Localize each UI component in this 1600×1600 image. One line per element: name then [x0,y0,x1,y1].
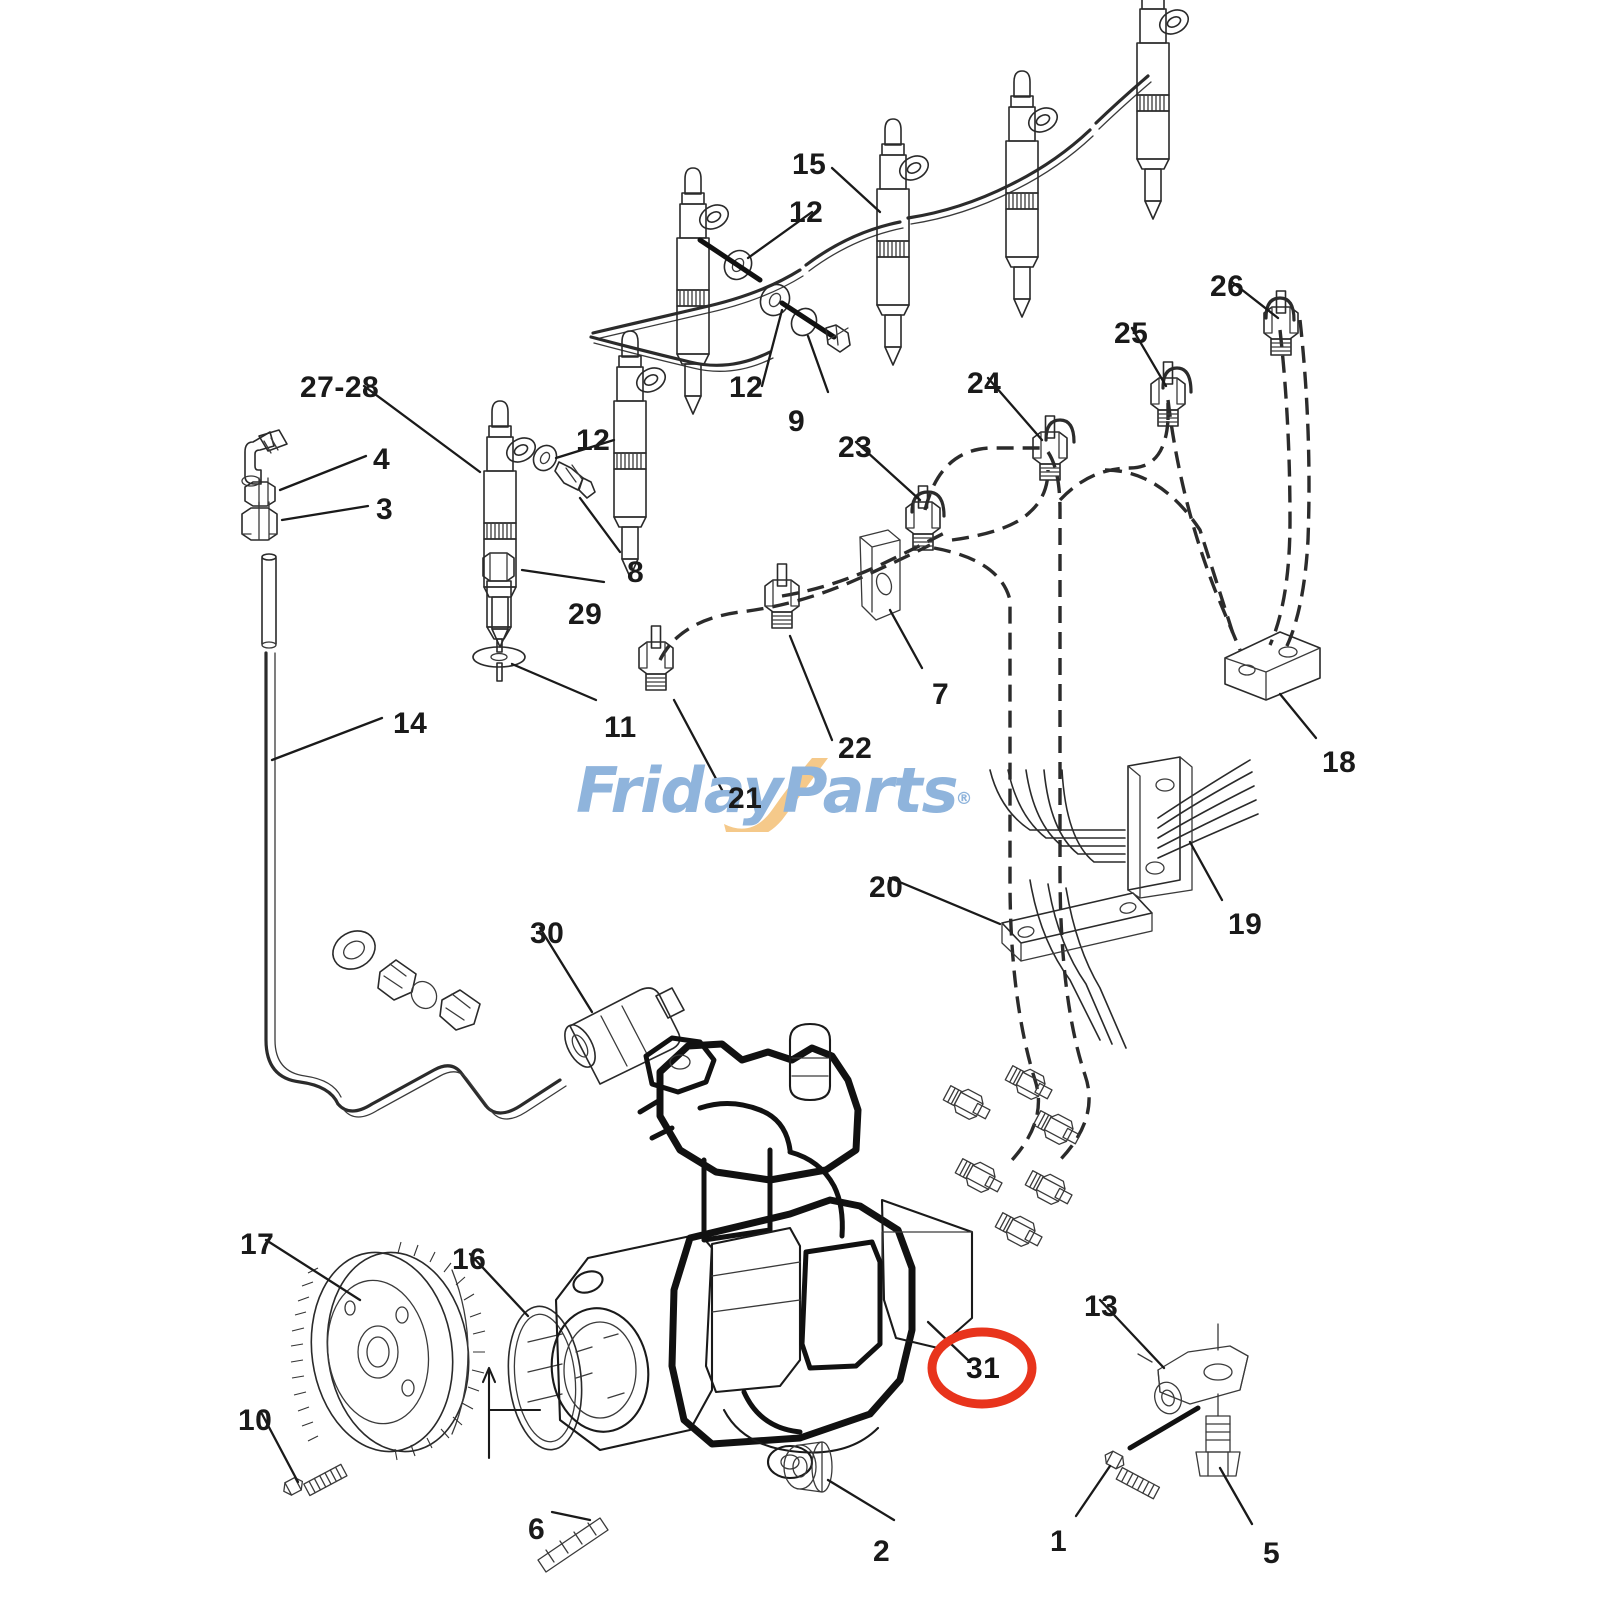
callout-11: 11 [604,711,637,744]
bracket-13 [1137,1323,1249,1417]
highlight-ring-31 [927,1327,1037,1409]
washer-11 [472,646,526,682]
callout-25: 25 [1114,317,1149,350]
fuel-line-network [658,296,1311,1162]
callout-22: 22 [838,732,873,765]
callout-12-b: 12 [729,371,764,404]
callout-29: 29 [568,598,603,631]
callout-1: 1 [1050,1525,1068,1558]
injector-6 [1136,0,1194,220]
callout-24: 24 [967,367,1002,400]
banjo-bolt-9 [779,300,851,353]
sealing-washer-b [759,283,791,317]
callout-9: 9 [788,405,806,438]
callout-30: 30 [530,917,565,950]
callout-31-highlighted: 31 [966,1352,1001,1385]
clamp-plate-20 [1001,892,1153,962]
callout-2: 2 [873,1535,891,1568]
callout-15: 15 [792,148,827,181]
callout-17: 17 [240,1228,275,1261]
sealing-washer-a [697,237,763,283]
nozzle-holder-29 [482,552,515,653]
stud-6 [537,1517,609,1573]
line-clamp-block-18 [1224,631,1321,701]
callout-3: 3 [376,493,394,526]
sealing-washer-c [532,444,596,499]
bolt-10 [279,1454,348,1507]
injector-2 [613,330,671,578]
callout-6: 6 [528,1513,546,1546]
assembly-arrow [481,1366,542,1460]
fuel-shutoff-solenoid-30 [564,987,685,1085]
fitting-23 [905,485,941,551]
fitting-21 [638,625,674,691]
callout-10: 10 [238,1404,273,1437]
bracket-7 [859,529,901,621]
callout-13: 13 [1084,1290,1119,1323]
callout-27-28: 27-28 [300,371,380,404]
callout-7: 7 [932,678,950,711]
washer-spacer-2 [783,1441,833,1493]
clamp-plate-19 [1127,756,1193,899]
leader-lines [260,166,1318,1526]
bolt-5 [1195,1415,1241,1477]
injector-3 [676,167,734,415]
callout-20: 20 [869,871,904,904]
fuel-return-pipe-14 [261,553,567,1120]
injection-pump-31 [550,1022,974,1480]
callout-12-a: 12 [789,196,824,229]
drive-gear-17 [290,1241,486,1461]
callout-18: 18 [1322,746,1357,779]
elbow-fitting-27-28 [241,429,288,487]
injector-5 [1005,70,1063,318]
fitting-cap-4 [244,477,276,507]
bolt-1 [1097,1405,1201,1500]
fitting-stack-left [332,930,481,1031]
o-ring-16 [507,1305,583,1451]
callout-8: 8 [627,556,645,589]
connector-nut-3 [241,501,278,541]
callout-26: 26 [1210,270,1245,303]
leak-off-pipe-assembly [589,74,1152,372]
callout-5: 5 [1263,1537,1281,1570]
callout-21: 21 [728,782,763,815]
callout-19: 19 [1228,908,1263,941]
callout-12-c: 12 [576,424,611,457]
callout-23: 23 [838,431,873,464]
callout-4: 4 [373,443,391,476]
callout-16: 16 [452,1243,487,1276]
injector-4 [876,118,934,366]
callout-14: 14 [393,707,428,740]
